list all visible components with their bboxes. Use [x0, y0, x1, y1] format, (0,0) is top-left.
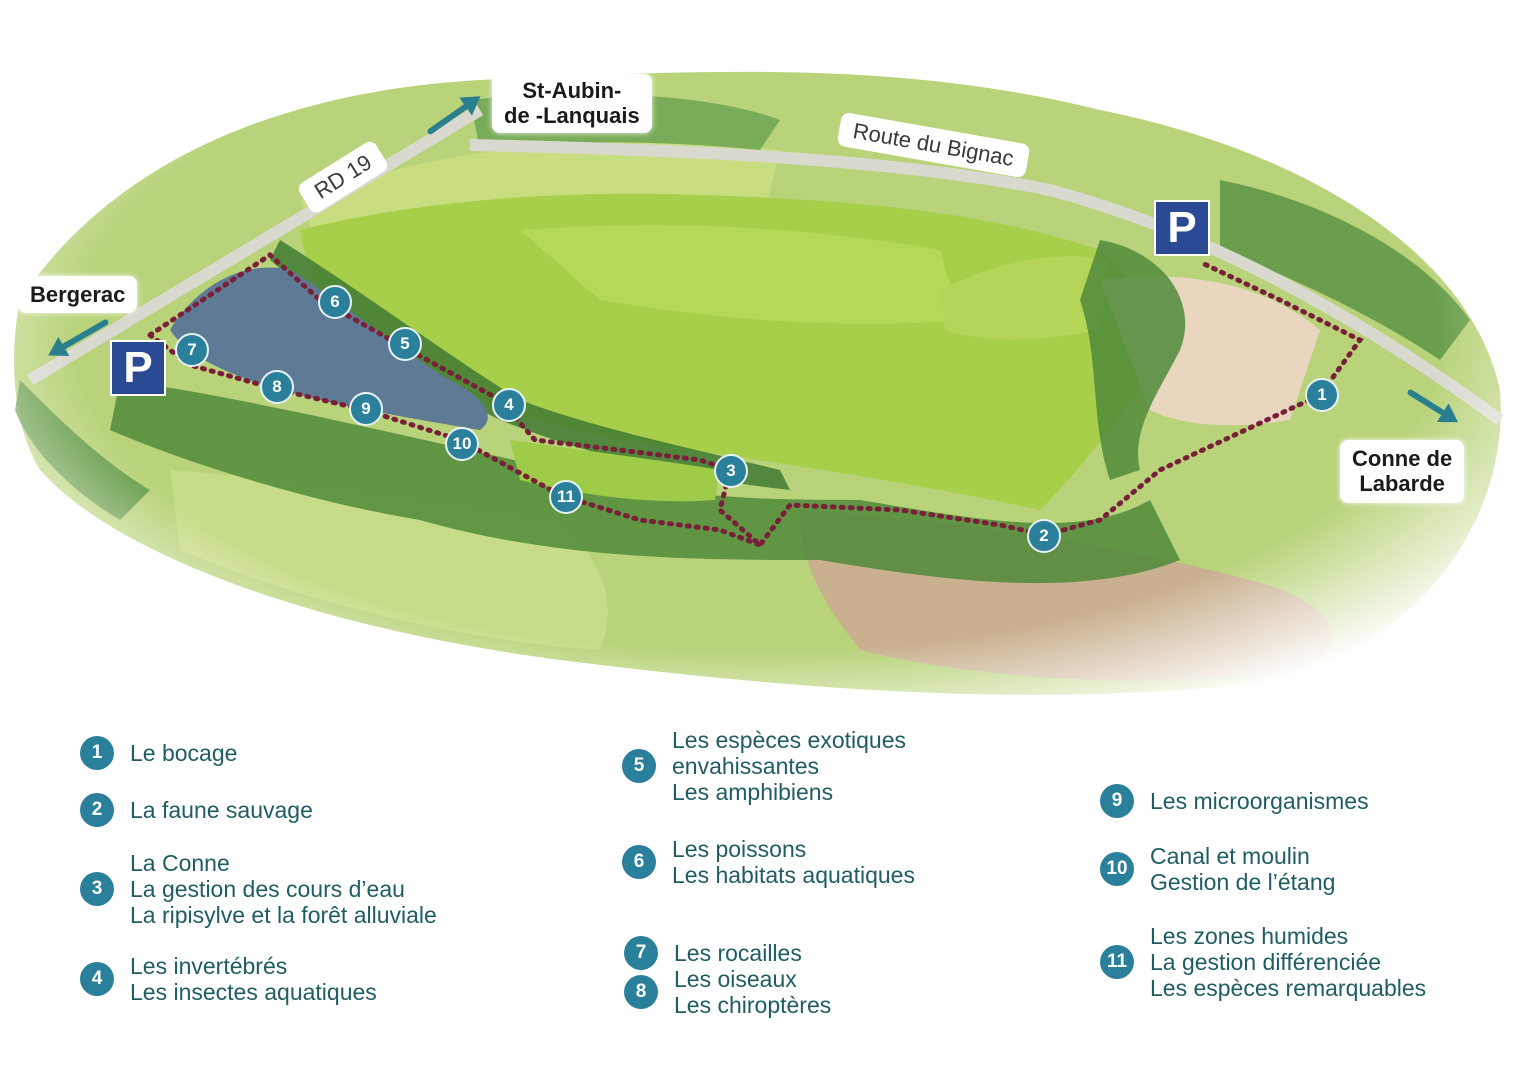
legend-text-6: Les poissons Les habitats aquatiques: [672, 836, 915, 888]
map-stop-8: 8: [260, 370, 294, 404]
legend-badge-2: 2: [80, 793, 114, 827]
legend-line: Les chiroptères: [674, 992, 832, 1018]
map-stop-4: 4: [492, 388, 526, 422]
legend-item-4: 4 Les invertébrés Les insectes aquatique…: [80, 953, 377, 1005]
legend-line: envahissantes: [672, 753, 820, 779]
legend-line: La faune sauvage: [130, 797, 313, 823]
legend-line: Le bocage: [130, 740, 238, 766]
legend-item-2: 2 La faune sauvage: [80, 793, 313, 827]
legend-line: La Conne: [130, 850, 230, 876]
legend: 1 Le bocage 2 La faune sauvage 3 La Conn…: [0, 700, 1516, 1072]
map-stop-9: 9: [349, 392, 383, 426]
legend-line: Les invertébrés: [130, 953, 288, 979]
legend-badge-7: 7: [624, 936, 658, 970]
legend-line: Les poissons: [672, 836, 807, 862]
legend-badge-9: 9: [1100, 784, 1134, 818]
map-stop-11: 11: [549, 480, 583, 514]
legend-line: Les microorganismes: [1150, 788, 1369, 814]
place-st-aubin-line1: St-Aubin-: [522, 78, 622, 103]
legend-line: Les amphibiens: [672, 779, 834, 805]
legend-badge-1: 1: [80, 736, 114, 770]
map-illustration: [0, 0, 1516, 700]
legend-text-7: Les rocailles: [674, 940, 802, 966]
legend-line: Les oiseaux: [674, 966, 797, 992]
legend-text-9: Les microorganismes: [1150, 788, 1369, 814]
legend-line: La ripisylve et la forêt alluviale: [130, 902, 437, 928]
legend-badge-6: 6: [622, 845, 656, 879]
map-stop-7: 7: [175, 333, 209, 367]
legend-badge-3: 3: [80, 872, 114, 906]
map-stop-5: 5: [388, 327, 422, 361]
place-conne-line1: Conne de: [1352, 446, 1453, 471]
legend-line: La gestion des cours d’eau: [130, 876, 405, 902]
legend-item-11: 11 Les zones humides La gestion différen…: [1100, 923, 1426, 1001]
legend-item-3: 3 La Conne La gestion des cours d’eau La…: [80, 850, 437, 928]
legend-text-1: Le bocage: [130, 740, 237, 766]
legend-badge-10: 10: [1100, 852, 1134, 886]
parking-icon-east: P: [1154, 200, 1210, 256]
legend-badge-5: 5: [622, 749, 656, 783]
legend-line: Les espèces remarquables: [1150, 975, 1427, 1001]
legend-line: Gestion de l’étang: [1150, 869, 1336, 895]
parking-icon-west: P: [110, 340, 166, 396]
legend-item-5: 5 Les espèces exotiques envahissantes Le…: [622, 727, 906, 805]
legend-line: La gestion différenciée: [1150, 949, 1382, 975]
legend-text-11: Les zones humides La gestion différencié…: [1150, 923, 1426, 1001]
map-stop-6: 6: [318, 285, 352, 319]
legend-text-10: Canal et moulin Gestion de l’étang: [1150, 843, 1335, 895]
map-stop-3: 3: [714, 454, 748, 488]
legend-item-9: 9 Les microorganismes: [1100, 784, 1369, 818]
legend-line: Les espèces exotiques: [672, 727, 906, 753]
place-conne-line2: Labarde: [1359, 471, 1445, 497]
legend-text-4: Les invertébrés Les insectes aquatiques: [130, 953, 377, 1005]
illustrated-map: Bergerac St-Aubin- de -Lanquais Conne de…: [0, 0, 1516, 700]
legend-item-1: 1 Le bocage: [80, 736, 237, 770]
legend-item-8: 8 Les oiseaux Les chiroptères: [624, 966, 831, 1018]
map-stop-1: 1: [1305, 378, 1339, 412]
legend-text-5: Les espèces exotiques envahissantes Les …: [672, 727, 906, 805]
map-stop-2: 2: [1027, 519, 1061, 553]
place-st-aubin-line2: de -Lanquais: [504, 103, 640, 129]
place-conne: Conne de Labarde: [1340, 440, 1465, 503]
legend-badge-4: 4: [80, 962, 114, 996]
legend-text-3: La Conne La gestion des cours d’eau La r…: [130, 850, 437, 928]
legend-item-6: 6 Les poissons Les habitats aquatiques: [622, 836, 915, 888]
legend-line: Canal et moulin: [1150, 843, 1310, 869]
legend-text-2: La faune sauvage: [130, 797, 313, 823]
legend-line: Les rocailles: [674, 940, 802, 966]
legend-item-7: 7 Les rocailles: [624, 936, 802, 970]
place-bergerac: Bergerac: [18, 276, 138, 314]
legend-badge-11: 11: [1100, 945, 1134, 979]
legend-line: Les zones humides: [1150, 923, 1349, 949]
legend-line: Les insectes aquatiques: [130, 979, 377, 1005]
map-stop-10: 10: [445, 427, 479, 461]
legend-line: Les habitats aquatiques: [672, 862, 915, 888]
place-st-aubin: St-Aubin- de -Lanquais: [492, 74, 652, 133]
legend-text-8: Les oiseaux Les chiroptères: [674, 966, 831, 1018]
legend-item-10: 10 Canal et moulin Gestion de l’étang: [1100, 843, 1335, 895]
legend-badge-8: 8: [624, 975, 658, 1009]
